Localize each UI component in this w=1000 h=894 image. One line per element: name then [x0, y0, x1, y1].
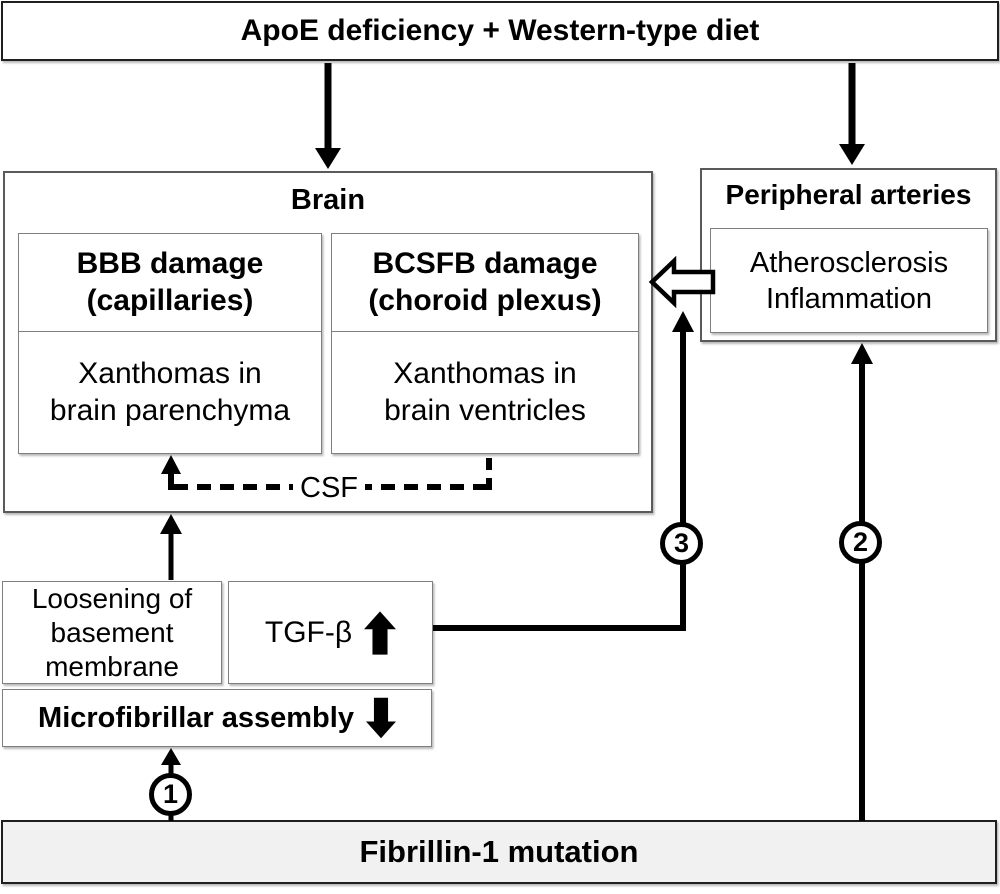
bbb-damage-header: BBB damage (capillaries) — [19, 234, 321, 332]
step-3-circle: 3 — [660, 522, 703, 565]
loosening-to-brain-arrow — [160, 514, 182, 580]
microfibrillar-assembly-box: Microfibrillar assembly — [2, 689, 432, 747]
fibrillin-mutation-label: Fibrillin-1 mutation — [359, 834, 639, 869]
step-2-circle: 2 — [839, 521, 882, 564]
microfibrillar-assembly-label: Microfibrillar assembly — [38, 701, 354, 734]
bcsfb-damage-box: BCSFB damage (choroid plexus) Xanthomas … — [331, 233, 639, 454]
brain-title: Brain — [290, 184, 366, 216]
increase-up-arrow-icon — [364, 610, 397, 655]
loosening-line1: Loosening of — [31, 582, 193, 614]
apoe-to-brain-arrow — [315, 63, 341, 169]
apoe-diet-label: ApoE deficiency + Western-type diet — [240, 14, 760, 47]
fibrillin-to-peripheral-arrow — [851, 343, 873, 821]
loosening-line2: basement — [50, 616, 174, 648]
bbb-xanthomas-text: Xanthomas in brain parenchyma — [19, 332, 321, 451]
bcsfb-xanthomas-line2: brain ventricles — [384, 393, 586, 427]
bbb-xanthomas-line2: brain parenchyma — [49, 393, 291, 427]
tgfb-box: TGF-β — [228, 581, 433, 684]
fibrillin-mutation-bar: Fibrillin-1 mutation — [1, 820, 997, 884]
bcsfb-xanthomas-line1: Xanthomas in — [393, 356, 577, 390]
bbb-damage-box: BBB damage (capillaries) Xanthomas in br… — [18, 233, 322, 454]
csf-label: CSF — [293, 471, 365, 505]
loosening-line3: membrane — [45, 650, 179, 682]
inflammation-label: Inflammation — [765, 282, 932, 315]
bbb-damage-title: BBB damage — [76, 247, 264, 280]
apoe-diet-box: ApoE deficiency + Western-type diet — [1, 1, 999, 61]
atherosclerosis-box: Atherosclerosis Inflammation — [710, 228, 988, 333]
peripheral-arteries-title: Peripheral arteries — [725, 179, 972, 210]
bcsfb-xanthomas-text: Xanthomas in brain ventricles — [332, 332, 638, 451]
apoe-to-peripheral-arrow — [839, 63, 865, 165]
bcsfb-damage-subtitle: (choroid plexus) — [368, 284, 602, 317]
bcsfb-damage-header: BCSFB damage (choroid plexus) — [332, 234, 638, 332]
loosening-basement-membrane-box: Loosening of basement membrane — [2, 581, 222, 684]
decrease-down-arrow-icon — [365, 697, 396, 739]
bbb-xanthomas-line1: Xanthomas in — [78, 356, 262, 390]
atherosclerosis-label: Atherosclerosis — [749, 246, 949, 279]
bbb-damage-subtitle: (capillaries) — [86, 284, 254, 317]
tgfb-label: TGF-β — [264, 615, 353, 649]
bcsfb-damage-title: BCSFB damage — [372, 247, 598, 280]
step-1-circle: 1 — [149, 773, 192, 816]
